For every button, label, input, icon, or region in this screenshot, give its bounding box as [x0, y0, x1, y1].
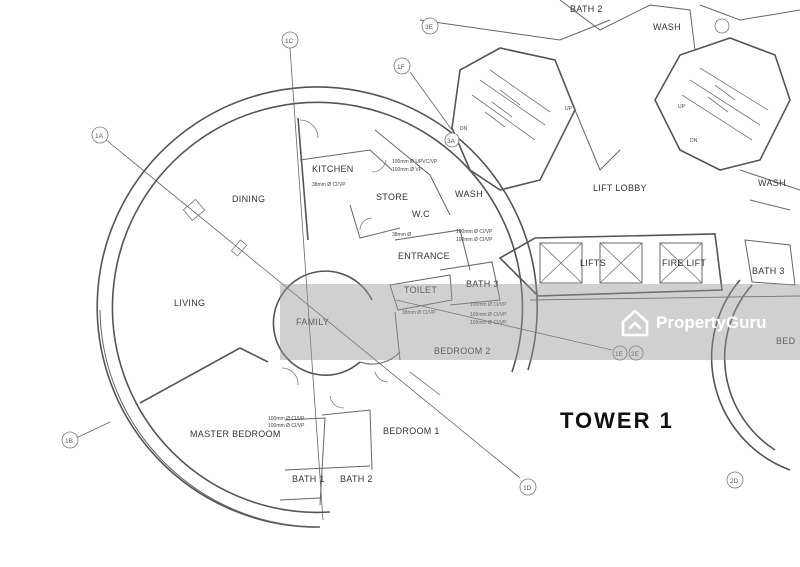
note-toilet-pipe-2: 38mm Ø CI/VP: [402, 310, 436, 316]
note-store-pipe-1: 100mm Ø UPVC/VP: [392, 159, 438, 165]
lift-shafts: [498, 233, 800, 301]
room-label-bedroom2: BEDROOM 2: [434, 346, 491, 356]
stair-core-right: [654, 37, 791, 171]
right-unit-walls: [710, 279, 791, 471]
grid-label-1c: 1C: [285, 38, 294, 45]
note-wc-pipe: 38mm Ø: [392, 232, 411, 238]
room-label-dining: DINING: [232, 194, 265, 204]
family-core-circle: [272, 270, 373, 376]
note-store-pipe-2: 100mm Ø VP: [392, 167, 423, 173]
room-label-lift-lobby: LIFT LOBBY: [593, 183, 647, 193]
room-label-toilet: TOILET: [404, 285, 437, 295]
grid-label-3a: 3A: [447, 138, 456, 145]
note-master-pipe-2: 100mm Ø CI/VP: [268, 423, 305, 429]
doors: [281, 119, 389, 409]
dining-table: [182, 198, 206, 222]
upper-walls: [419, 0, 800, 211]
side-table: [230, 239, 248, 257]
room-label-wash-unit: WASH: [455, 189, 483, 199]
note-kitchen-pipe: 38mm Ø CI/VP: [312, 182, 346, 188]
grid-label-2e: 2E: [631, 351, 640, 358]
room-label-family: FAMILY: [296, 317, 329, 327]
room-label-fire-lift: FIRE LIFT: [662, 258, 706, 268]
note-toilet-pipe-3: 100mm Ø CI/VP: [470, 312, 507, 318]
room-label-living: LIVING: [174, 298, 205, 308]
grid-label-1e: 1E: [615, 351, 624, 358]
tower-title: TOWER 1: [560, 408, 674, 433]
grid-lines: [71, 47, 613, 521]
room-label-bath2: BATH 2: [340, 474, 373, 484]
main-unit-walls: [96, 86, 538, 528]
room-label-entrance: ENTRANCE: [398, 251, 450, 261]
room-label-master-bedroom: MASTER BEDROOM: [190, 429, 281, 439]
grid-label-2d: 2D: [730, 478, 739, 485]
watermark: PropertyGuru: [620, 306, 767, 340]
room-label-store: STORE: [376, 192, 408, 202]
grid-label-1b: 1B: [65, 438, 73, 445]
room-label-bath3-right: BATH 3: [752, 266, 785, 276]
room-label-bath2-top: BATH 2: [570, 4, 603, 14]
watermark-band: [280, 284, 800, 360]
room-label-lifts: LIFTS: [580, 258, 606, 268]
note-entrance-pipe-1: 100mm Ø CI/VP: [456, 229, 493, 235]
note-dn-right: DN: [690, 138, 698, 144]
note-up-right: UP: [678, 104, 686, 110]
grid-label-1d: 1D: [523, 485, 532, 492]
house-outline-icon: [621, 309, 649, 337]
room-label-bath3-unit: BATH 3: [466, 279, 499, 289]
stair-core-left: [451, 47, 576, 191]
room-label-kitchen: KITCHEN: [312, 164, 354, 174]
room-label-bedroom-right: BED: [776, 336, 796, 346]
room-label-bath1: BATH 1: [292, 474, 325, 484]
note-toilet-pipe-1: 100mm Ø CI/VP: [470, 302, 507, 308]
room-label-wash-right: WASH: [758, 178, 786, 188]
room-label-bedroom1: BEDROOM 1: [383, 426, 440, 436]
room-label-wc: W.C: [412, 209, 430, 219]
note-entrance-pipe-2: 100mm Ø CI/VP: [456, 237, 493, 243]
partitions: [139, 117, 501, 506]
watermark-brand: PropertyGuru: [656, 313, 767, 332]
grid-bubbles: [61, 17, 744, 496]
note-dn-left: DN: [460, 126, 468, 132]
note-toilet-pipe-4: 100mm Ø CI/VP: [470, 320, 507, 326]
note-master-pipe-1: 100mm Ø CI/VP: [268, 416, 305, 422]
grid-label-1f: 1F: [397, 64, 405, 71]
room-label-wash-top: WASH: [653, 22, 681, 32]
grid-label-1a: 1A: [95, 133, 104, 140]
right-bath-walls: [744, 239, 796, 286]
note-up-left: UP: [565, 106, 573, 112]
grid-label-3e: 3E: [425, 24, 434, 31]
